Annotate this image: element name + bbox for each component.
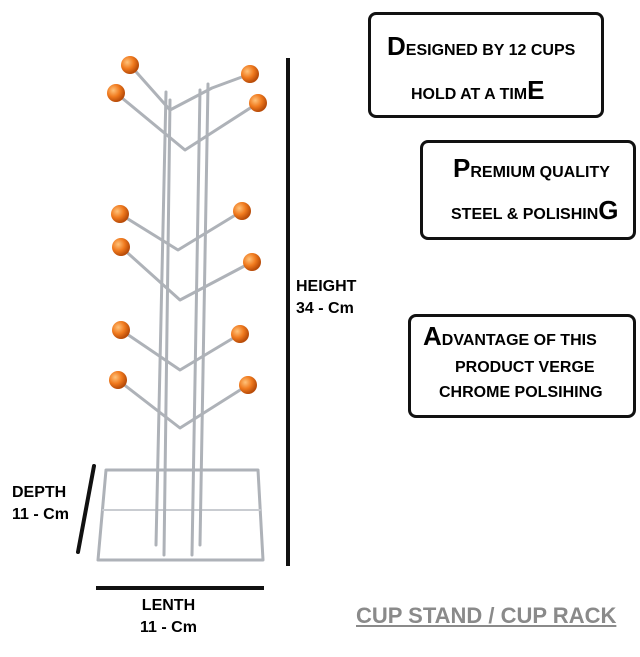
ball-tip <box>112 321 130 339</box>
depth-label: DEPTH <box>12 484 67 501</box>
depth-measure-line <box>76 464 96 554</box>
feature-line: DESIGNED BY 12 CUPS <box>387 31 575 62</box>
length-label: LENTH <box>141 597 196 614</box>
feature-text: DVANTAGE OF THIS <box>441 332 597 349</box>
feature-text: REMIUM QUALITY <box>470 164 610 181</box>
feature-line: STEEL & POLISHING <box>451 195 619 226</box>
feature-cap-letter: E <box>527 75 545 105</box>
feature-text: STEEL & POLISHIN <box>451 206 599 223</box>
feature-cap-letter: D <box>387 31 406 61</box>
feature-text: ESIGNED BY 12 CUPS <box>405 42 576 59</box>
hook-top-front <box>114 91 260 152</box>
height-measure: HEIGHT 34 - Cm <box>296 276 356 320</box>
feature-text: CHROME POLSIHING <box>439 384 603 401</box>
height-label: HEIGHT <box>296 278 357 295</box>
hook-low-front <box>116 378 250 430</box>
ball-tip <box>109 371 127 389</box>
feature-box-capacity: DESIGNED BY 12 CUPS HOLD AT A TIME <box>368 12 604 118</box>
ball-tip <box>249 94 267 112</box>
rack-post-left-inner <box>162 98 172 557</box>
ball-tip <box>231 325 249 343</box>
ball-tip <box>111 205 129 223</box>
hook-low-back <box>119 328 242 372</box>
length-measure-line <box>96 586 264 590</box>
length-measure: LENTH 11 - Cm <box>140 595 197 639</box>
cup-rack-illustration <box>96 56 267 562</box>
rack-post-right <box>190 88 202 557</box>
rack-post-left <box>154 90 168 547</box>
height-value: 34 - Cm <box>296 300 354 317</box>
depth-value: 11 - Cm <box>12 506 69 523</box>
rack-base <box>96 468 265 562</box>
rack-post-right-inner <box>198 82 210 547</box>
feature-cap-letter: G <box>598 195 619 225</box>
hook-mid-back <box>118 209 244 252</box>
height-measure-line <box>286 58 290 566</box>
ball-tips <box>107 56 267 394</box>
feature-box-advantage: ADVANTAGE OF THIS PRODUCT VERGE CHROME P… <box>408 314 636 418</box>
feature-text: PRODUCT VERGE <box>455 359 595 376</box>
ball-tip <box>107 84 125 102</box>
ball-tip <box>233 202 251 220</box>
ball-tip <box>112 238 130 256</box>
ball-tip <box>121 56 139 74</box>
hook-top-back <box>128 63 252 112</box>
length-value: 11 - Cm <box>140 619 197 636</box>
product-caption: CUP STAND / CUP RACK <box>356 603 617 628</box>
feature-text: HOLD AT A TIM <box>411 86 528 103</box>
feature-cap-letter: P <box>453 153 471 183</box>
depth-measure: DEPTH 11 - Cm <box>12 482 69 526</box>
ball-tip <box>239 376 257 394</box>
feature-line: PREMIUM QUALITY <box>453 153 610 184</box>
feature-box-quality: PREMIUM QUALITY STEEL & POLISHING <box>420 140 636 240</box>
feature-line: ADVANTAGE OF THIS <box>423 321 597 352</box>
feature-cap-letter: A <box>423 321 442 351</box>
ball-tip <box>243 253 261 271</box>
feature-line: HOLD AT A TIME <box>411 75 544 106</box>
hook-mid-front <box>119 245 254 302</box>
rack-frame <box>96 63 265 562</box>
ball-tip <box>241 65 259 83</box>
